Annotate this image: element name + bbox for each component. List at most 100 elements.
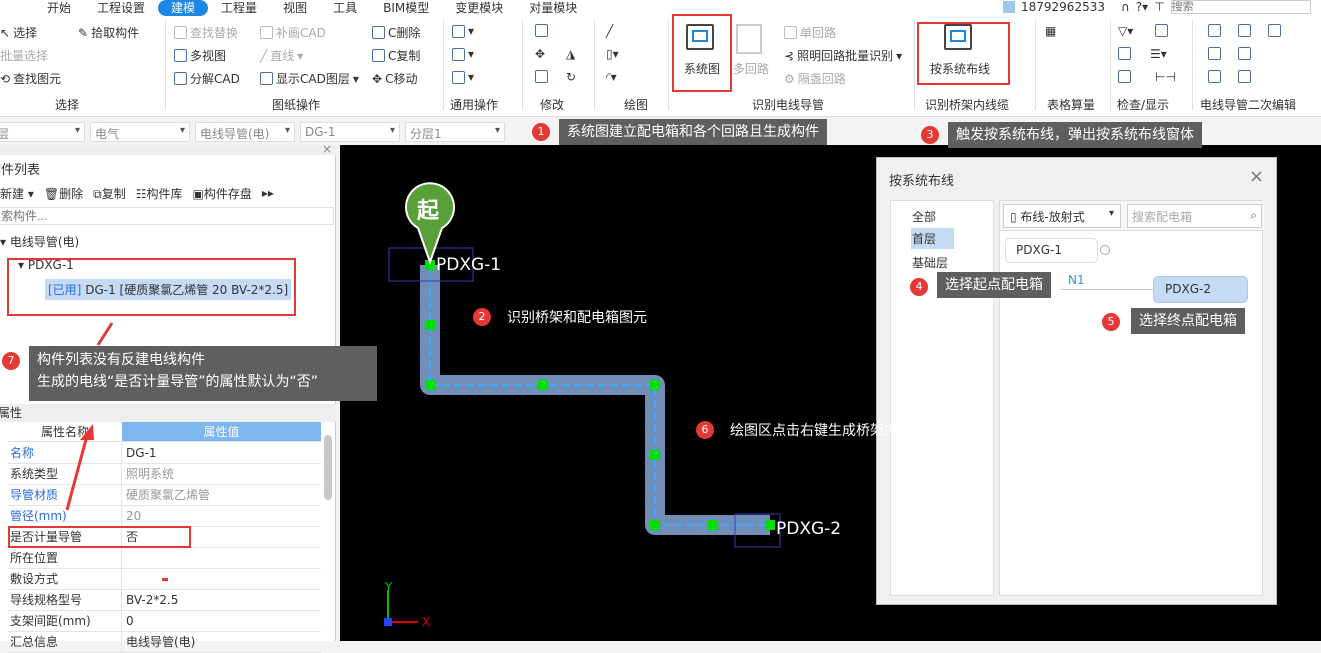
- property-value[interactable]: 电线导管(电): [126, 635, 196, 649]
- shirt-icon[interactable]: ⊤: [1154, 0, 1165, 14]
- pick-component-button[interactable]: ✎拾取构件: [78, 25, 140, 41]
- property-value[interactable]: 0: [126, 614, 134, 628]
- multi-view-button[interactable]: 多视图: [174, 47, 226, 64]
- check-icon-3[interactable]: ☰▾: [1150, 47, 1167, 61]
- property-value[interactable]: [122, 569, 126, 589]
- general-tool-3[interactable]: ▾: [452, 70, 474, 84]
- tree-node-pdxg1[interactable]: ▾ PDXG-1: [18, 258, 74, 272]
- draw-arc-icon[interactable]: ◜▾: [606, 70, 617, 84]
- mirror-icon[interactable]: ◮: [566, 47, 576, 61]
- line-button[interactable]: ╱直线▾: [260, 48, 304, 64]
- explode-cad-button[interactable]: 分解CAD: [174, 70, 240, 87]
- modify-delete-icon[interactable]: [535, 70, 548, 83]
- lighting-batch-identify-button[interactable]: ⊰照明回路批量识别▾: [784, 48, 903, 64]
- tree-root[interactable]: ▾ 电线导管(电): [0, 235, 80, 249]
- edit-icon-4[interactable]: [1208, 47, 1221, 60]
- collapse-icon[interactable]: [1100, 245, 1110, 255]
- menu-tab[interactable]: 工具: [333, 1, 358, 15]
- dialog-close-icon[interactable]: ×: [1248, 166, 1264, 187]
- property-value[interactable]: 20: [126, 509, 142, 523]
- property-row[interactable]: 所在位置: [8, 548, 321, 569]
- rotate-icon[interactable]: ↻: [566, 70, 577, 84]
- general-tool-2[interactable]: ▾: [452, 47, 474, 61]
- box-search-input[interactable]: 搜索配电箱⌕: [1127, 204, 1262, 228]
- more-icon[interactable]: ▸▸: [261, 186, 274, 200]
- floor-item-base[interactable]: 基础层: [912, 256, 949, 270]
- draw-point-icon[interactable]: ▯▾: [606, 47, 619, 61]
- edit-icon-2[interactable]: [1238, 24, 1251, 37]
- c-move-button[interactable]: ✥C移动: [372, 71, 418, 87]
- multi-loop-button[interactable]: 多回路: [733, 62, 770, 76]
- single-loop-button[interactable]: 单回路: [784, 24, 836, 41]
- property-row[interactable]: 管径(mm)20: [8, 506, 321, 527]
- measure-icon[interactable]: ⊢⊣: [1155, 70, 1176, 84]
- menu-tab[interactable]: 开始: [47, 1, 72, 15]
- table-calc-icon[interactable]: ▦: [1045, 24, 1057, 38]
- component-library-button[interactable]: ☷构件库: [135, 186, 183, 201]
- check-icon-4[interactable]: [1118, 70, 1131, 83]
- property-value[interactable]: DG-1: [126, 446, 157, 460]
- batch-select-button[interactable]: 批量选择: [0, 49, 49, 63]
- draw-line-icon[interactable]: ╱: [606, 24, 614, 38]
- save-component-button[interactable]: ▣构件存盘: [192, 186, 252, 201]
- modify-copy-icon[interactable]: [535, 24, 548, 37]
- scrollbar[interactable]: [324, 435, 332, 500]
- redraw-cad-button[interactable]: 补画CAD: [260, 24, 326, 41]
- find-replace-button[interactable]: 查找替换: [174, 24, 238, 41]
- floor-item-all[interactable]: 全部: [912, 210, 937, 224]
- property-row[interactable]: 敷设方式: [8, 569, 321, 590]
- menu-tab[interactable]: 工程量: [221, 1, 258, 15]
- system-wiring-button[interactable]: 按系统布线: [930, 62, 991, 76]
- discipline-select[interactable]: 电气: [90, 122, 190, 142]
- help-icon[interactable]: ?▾: [1135, 0, 1149, 14]
- general-tool-1[interactable]: ▾: [452, 24, 474, 38]
- menu-tab[interactable]: 建模: [158, 0, 209, 16]
- floor-select[interactable]: 首层: [0, 122, 85, 142]
- select-button[interactable]: ↖选择: [0, 25, 38, 41]
- brush-icon[interactable]: [1208, 70, 1221, 83]
- filter-icon[interactable]: ▽▾: [1118, 24, 1134, 38]
- check-icon-2[interactable]: [1118, 47, 1131, 60]
- copy-button[interactable]: ⧉复制: [93, 186, 126, 201]
- menu-tab[interactable]: 对量模块: [529, 1, 578, 15]
- delete-button[interactable]: 🗑删除: [43, 186, 84, 201]
- property-value[interactable]: 否: [126, 530, 139, 544]
- property-value[interactable]: [122, 548, 126, 568]
- menu-tab[interactable]: 工程设置: [97, 1, 146, 15]
- property-row[interactable]: 导管材质硬质聚氯乙烯管: [8, 485, 321, 506]
- new-button[interactable]: 新建 ▾: [0, 186, 34, 201]
- close-icon[interactable]: ×: [321, 142, 332, 156]
- edit-icon-3[interactable]: [1268, 24, 1281, 37]
- property-row[interactable]: 系统类型照明系统: [8, 464, 321, 485]
- edit-icon-5[interactable]: [1238, 47, 1251, 60]
- floor-item-first[interactable]: 首层: [911, 228, 954, 249]
- c-delete-button[interactable]: C删除: [372, 24, 420, 41]
- find-element-button[interactable]: ⟲查找图元: [0, 71, 62, 87]
- avatar-icon[interactable]: [1003, 1, 1015, 13]
- type-select[interactable]: 电线导管(电): [195, 122, 295, 142]
- edit-icon-7[interactable]: [1238, 70, 1251, 83]
- system-diagram-button[interactable]: 系统图: [684, 62, 721, 76]
- component-search-input[interactable]: [0, 207, 334, 225]
- headset-icon[interactable]: ∩: [1120, 0, 1130, 14]
- component-select[interactable]: DG-1: [300, 122, 400, 142]
- search-input[interactable]: [1170, 0, 1311, 14]
- edit-icon-1[interactable]: [1208, 24, 1221, 37]
- check-icon-1[interactable]: [1155, 24, 1168, 37]
- property-value[interactable]: 硬质聚氯乙烯管: [126, 488, 211, 502]
- property-row[interactable]: 汇总信息电线导管(电): [8, 632, 321, 653]
- menu-tab[interactable]: BIM模型: [383, 1, 430, 15]
- node-start-box[interactable]: PDXG-1: [1005, 238, 1098, 263]
- menu-tab[interactable]: 视图: [283, 1, 308, 15]
- skip-loop-button[interactable]: ⚙隔盏回路: [784, 71, 846, 87]
- node-end-box[interactable]: PDXG-2: [1153, 276, 1248, 303]
- modify-move-icon[interactable]: ✥: [535, 47, 546, 61]
- property-value[interactable]: 照明系统: [126, 467, 175, 481]
- tree-leaf-dg1[interactable]: [已用] DG-1 [硬质聚氯乙烯管 20 BV-2*2.5]: [45, 279, 292, 300]
- wiring-mode-select[interactable]: ▯ 布线-放射式 ▾: [1003, 204, 1121, 228]
- property-value[interactable]: BV-2*2.5: [126, 593, 179, 607]
- show-cad-layers-button[interactable]: 显示CAD图层▾: [260, 70, 359, 87]
- property-row[interactable]: 支架间距(mm)0: [8, 611, 321, 632]
